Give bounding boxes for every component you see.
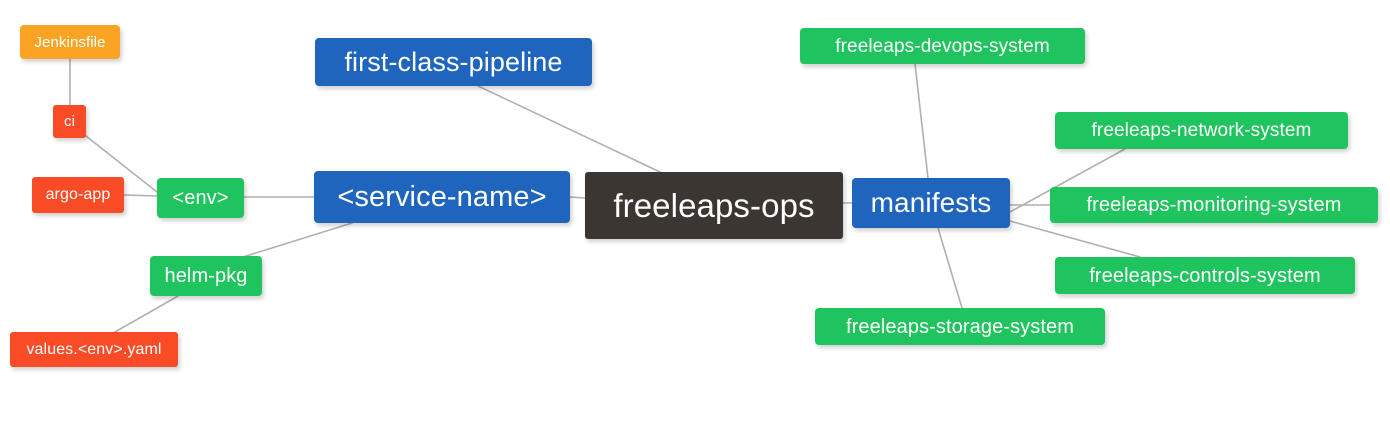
node-jenkinsfile[interactable]: Jenkinsfile (20, 25, 120, 59)
node-label: <service-name> (337, 180, 547, 213)
node-freeleaps-storage-system[interactable]: freeleaps-storage-system (815, 308, 1105, 345)
node-label: freeleaps-network-system (1091, 120, 1312, 141)
node-first-class-pipeline[interactable]: first-class-pipeline (315, 38, 592, 86)
node-freeleaps-devops-system[interactable]: freeleaps-devops-system (800, 28, 1085, 64)
node-env[interactable]: <env> (157, 178, 244, 218)
node-label: ci (63, 113, 76, 130)
node-label: <env> (172, 187, 229, 209)
node-label: manifests (870, 187, 992, 218)
node-freeleaps-network-system[interactable]: freeleaps-network-system (1055, 112, 1348, 149)
node-freeleaps-ops[interactable]: freeleaps-ops (585, 172, 843, 239)
node-freeleaps-monitoring-system[interactable]: freeleaps-monitoring-system (1050, 187, 1378, 223)
node-values-env-yaml[interactable]: values.<env>.yaml (10, 332, 178, 367)
node-service-name[interactable]: <service-name> (314, 171, 570, 223)
node-argo-app[interactable]: argo-app (32, 177, 124, 213)
node-label: first-class-pipeline (344, 46, 563, 77)
node-label: freeleaps-ops (613, 187, 815, 224)
node-label: freeleaps-devops-system (835, 35, 1050, 57)
node-label: values.<env>.yaml (26, 340, 162, 358)
node-label: freeleaps-controls-system (1089, 264, 1321, 287)
node-label: freeleaps-storage-system (845, 315, 1075, 338)
node-label: freeleaps-monitoring-system (1086, 194, 1342, 216)
node-manifests[interactable]: manifests (852, 178, 1010, 228)
node-ci[interactable]: ci (53, 105, 86, 138)
node-label: helm-pkg (164, 265, 248, 287)
node-freeleaps-controls-system[interactable]: freeleaps-controls-system (1055, 257, 1355, 294)
node-label: Jenkinsfile (34, 33, 106, 51)
node-label: argo-app (45, 186, 111, 203)
node-helm-pkg[interactable]: helm-pkg (150, 256, 262, 296)
